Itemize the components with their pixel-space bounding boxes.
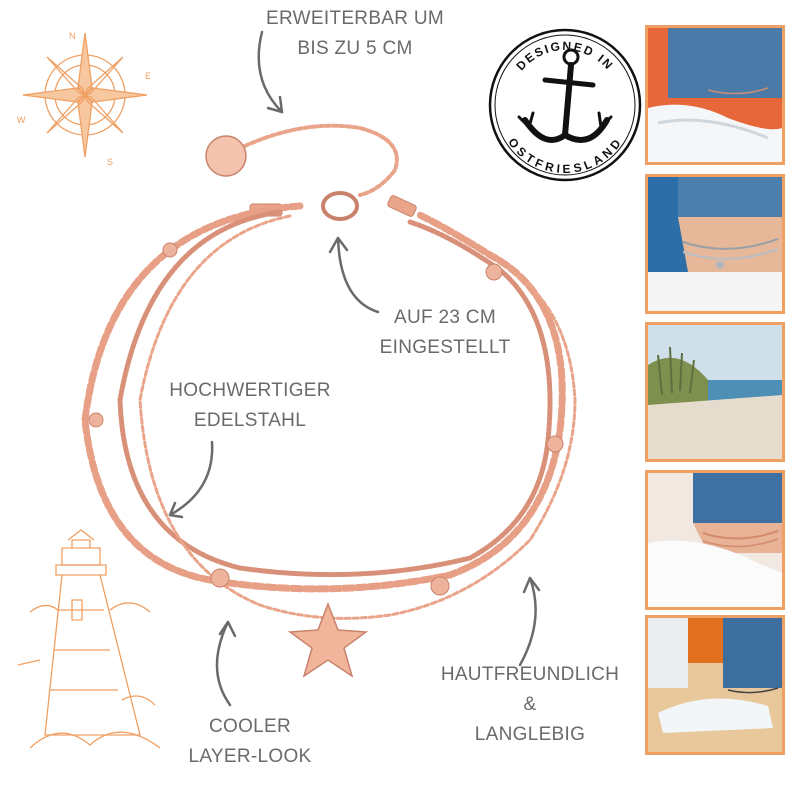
label-extendable-line1: ERWEITERBAR UM: [265, 8, 445, 29]
label-extendable: ERWEITERBAR UM BIS ZU 5 CM: [245, 4, 465, 64]
label-extendable-line2: BIS ZU 5 CM: [297, 38, 413, 59]
stamp-bottom-text: OSTFRIESLAND: [505, 135, 625, 176]
label-layer: COOLER LAYER-LOOK: [170, 712, 330, 772]
photo-sand-sneaker: [645, 615, 785, 755]
label-adjusted-line2: EINGESTELLT: [379, 337, 511, 358]
label-skin-line3: LANGLEBIG: [474, 724, 586, 745]
compass-s: S: [107, 157, 113, 167]
label-layer-line2: LAYER-LOOK: [188, 746, 312, 767]
lighthouse-icon: [17, 529, 161, 749]
bracelet-image: [81, 123, 577, 678]
photo-sneaker-rosegold: [645, 470, 785, 610]
compass-w: W: [17, 115, 26, 125]
callout-arrows: [168, 30, 541, 707]
compass-n: N: [69, 31, 76, 41]
label-adjusted-line1: AUF 23 CM: [394, 307, 496, 328]
anchor-icon: [517, 48, 613, 143]
anchor-stamp-icon: DESIGNED IN OSTFRIESLAND: [488, 28, 642, 182]
photo-ankle-starfish: [645, 174, 785, 314]
compass-rose-icon: N E S W: [17, 31, 151, 167]
photo-beach-dunes: [645, 322, 785, 462]
label-skin-line1: HAUTFREUNDLICH: [440, 664, 620, 685]
label-material-line2: EDELSTAHL: [193, 410, 307, 431]
label-material: HOCHWERTIGER EDELSTAHL: [150, 376, 350, 436]
photo-sneaker-anklet-image: [648, 28, 782, 162]
label-skin-line2: &: [523, 694, 537, 715]
photo-sneaker-rosegold-image: [648, 473, 782, 607]
photo-beach-dunes-image: [648, 325, 782, 459]
label-adjusted: AUF 23 CM EINGESTELLT: [355, 303, 535, 363]
photo-sand-sneaker-image: [648, 618, 782, 752]
label-layer-line1: COOLER: [208, 716, 292, 737]
label-skin: HAUTFREUNDLICH & LANGLEBIG: [425, 660, 635, 750]
photo-ankle-starfish-image: [648, 177, 782, 311]
label-material-line1: HOCHWERTIGER: [169, 380, 331, 401]
starfish-charm-icon: [287, 601, 369, 678]
photo-sneaker-anklet: [645, 25, 785, 165]
compass-e: E: [145, 71, 151, 81]
